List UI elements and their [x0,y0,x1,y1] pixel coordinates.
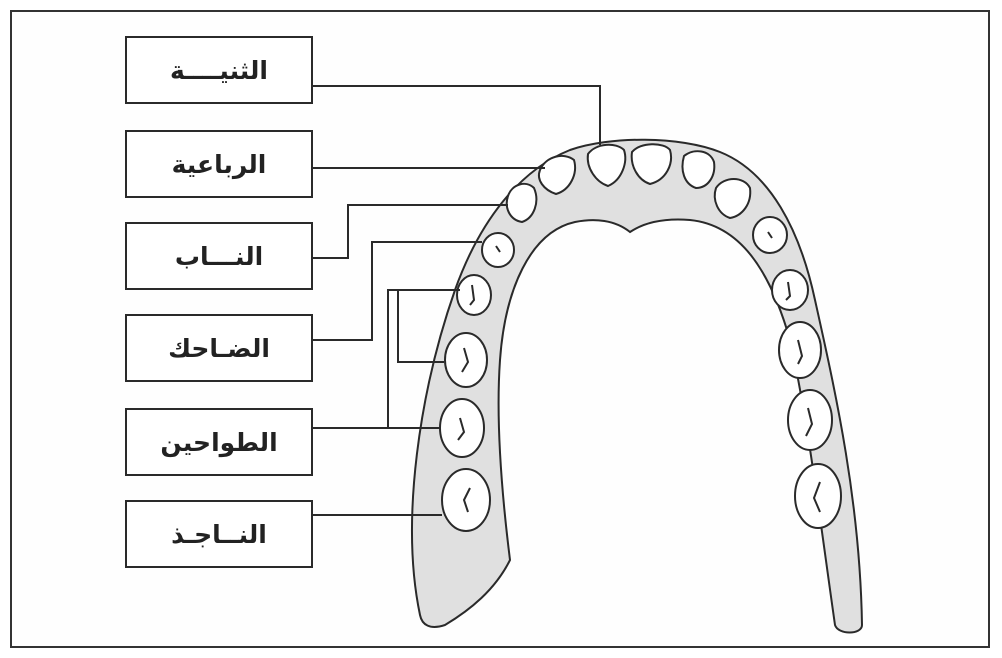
label-molars: الطواحين [125,408,313,476]
label-canine-text: النـــاب [175,242,263,271]
tooth-wisdom-right [795,464,841,528]
gum-arch [412,140,862,633]
label-central-incisor: الثنيــــة [125,36,313,104]
tooth-wisdom-left [442,469,490,531]
label-lateral-incisor-text: الرباعية [172,150,267,179]
tooth-molar-left-1 [445,333,487,387]
label-lateral-incisor: الرباعية [125,130,313,198]
label-canine: النـــاب [125,222,313,290]
label-wisdom-tooth-text: النــاجـذ [171,520,267,549]
tooth-lateral-incisor-right [683,151,715,188]
label-molars-text: الطواحين [160,428,277,457]
leader-line-central-incisor [313,86,600,145]
label-premolar-text: الضـاحك [168,334,270,363]
label-wisdom-tooth: النــاجـذ [125,500,313,568]
label-premolar: الضـاحك [125,314,313,382]
label-central-incisor-text: الثنيــــة [170,56,268,85]
